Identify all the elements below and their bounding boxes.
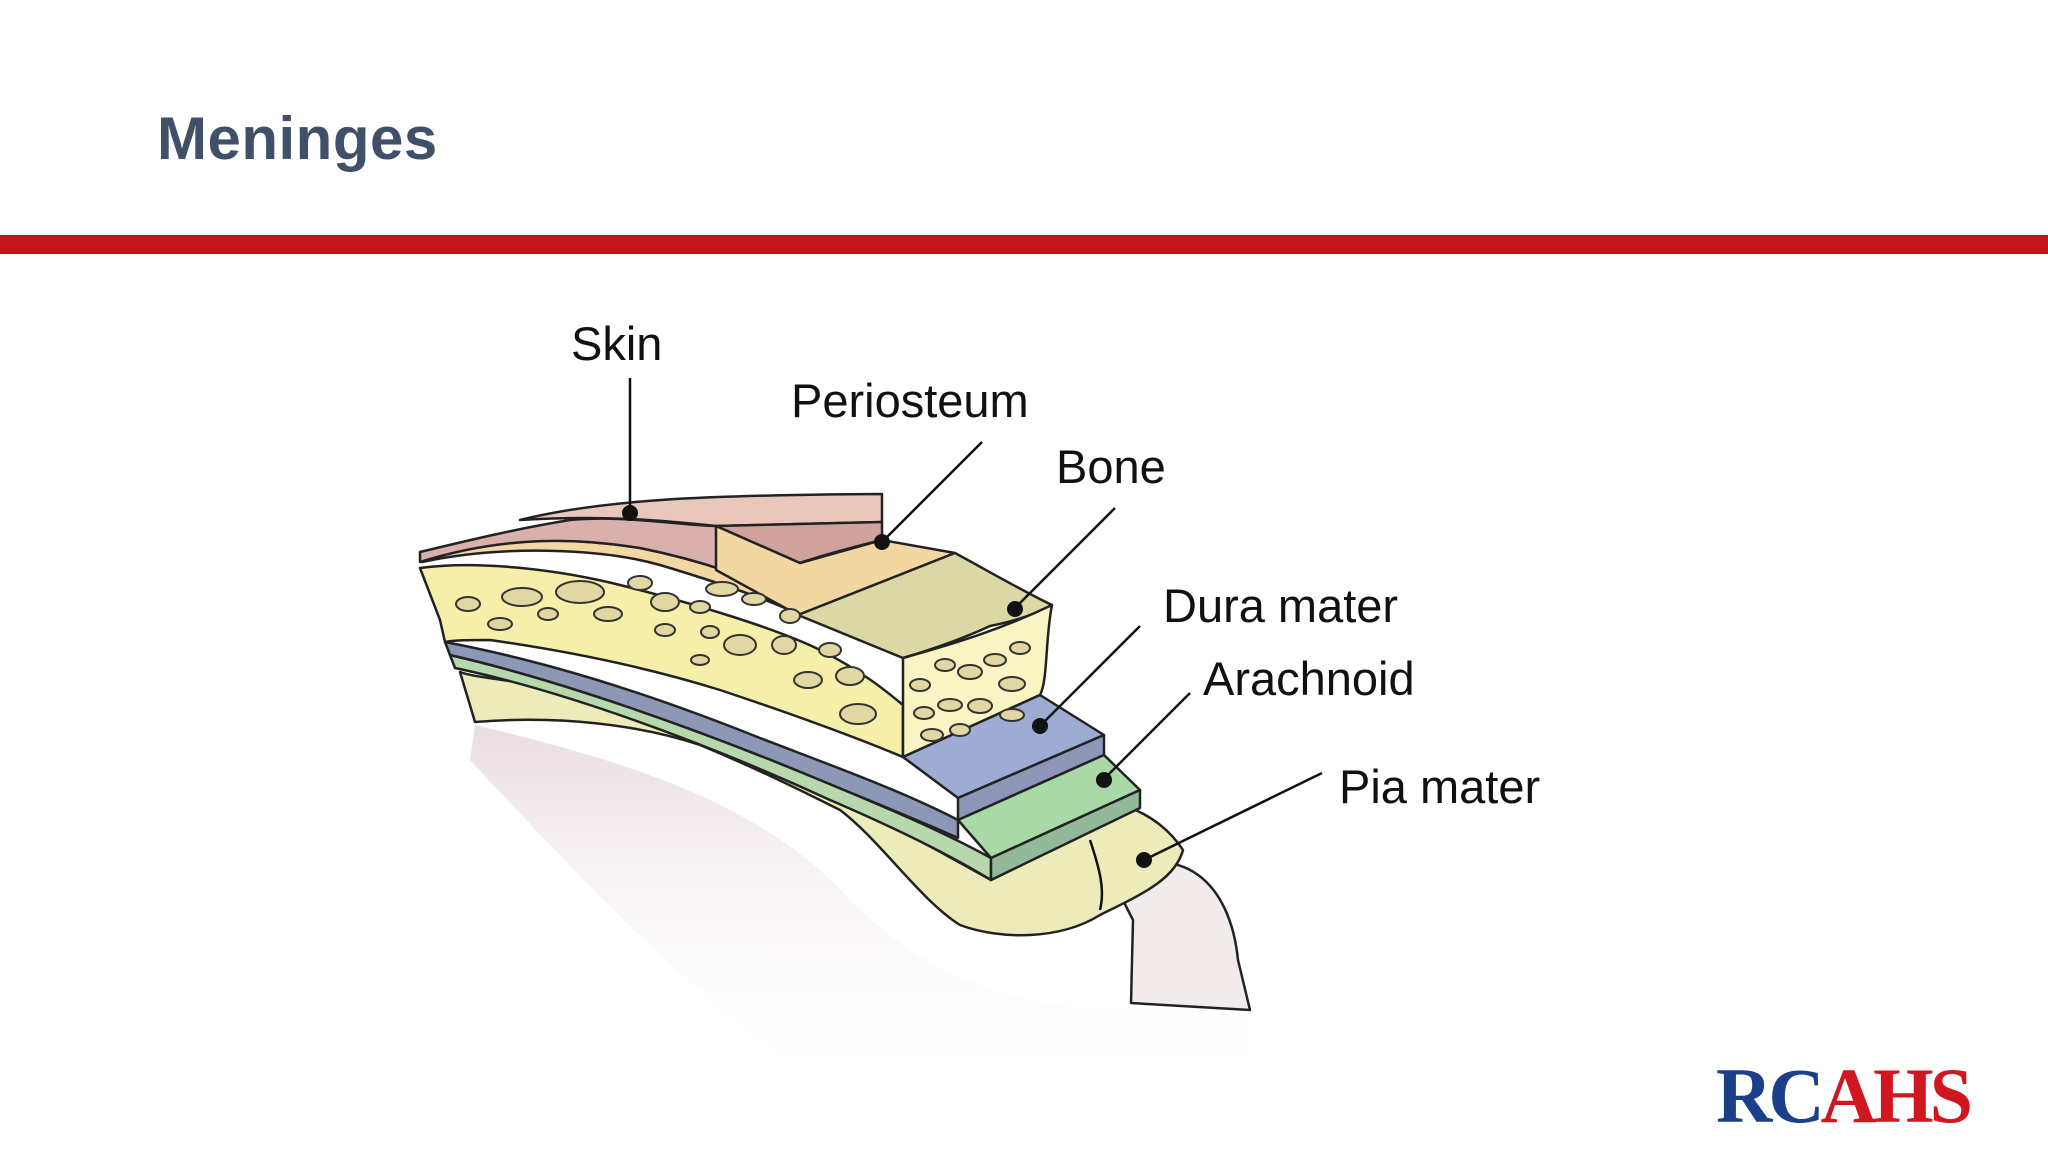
skin-pointer-dot	[622, 505, 638, 521]
label-arachnoid: Arachnoid	[1203, 652, 1415, 705]
periosteum-leader-line	[881, 441, 983, 543]
logo-ahs: AHS	[1820, 1052, 1973, 1139]
pia-leader-line	[1143, 771, 1323, 862]
brain-shadow	[470, 725, 1250, 1090]
label-skin: Skin	[571, 317, 662, 370]
arachnoid-leader-line	[1104, 692, 1191, 779]
label-pia-mater: Pia mater	[1339, 760, 1540, 813]
rcahs-logo: RCAHS	[1716, 1057, 1973, 1135]
title-divider-bar	[0, 235, 2048, 254]
bone-leader-line	[1014, 507, 1116, 609]
dura-pointer-dot	[1032, 718, 1048, 734]
bone-pointer-dot	[1007, 601, 1023, 617]
label-bone: Bone	[1056, 440, 1166, 493]
bone-pores	[455, 575, 1031, 742]
arachnoid-block-front	[989, 788, 1142, 882]
logo-rc: RC	[1716, 1052, 1825, 1139]
slide-title: Meninges	[157, 105, 438, 172]
arachnoid-pointer-dot	[1096, 772, 1112, 788]
skin-block-top	[518, 492, 884, 528]
label-dura-mater: Dura mater	[1163, 579, 1398, 632]
dura-leader-line	[1039, 625, 1141, 727]
label-periosteum: Periosteum	[791, 374, 1029, 427]
periosteum-pointer-dot	[874, 534, 890, 550]
pia-pointer-dot	[1136, 852, 1152, 868]
